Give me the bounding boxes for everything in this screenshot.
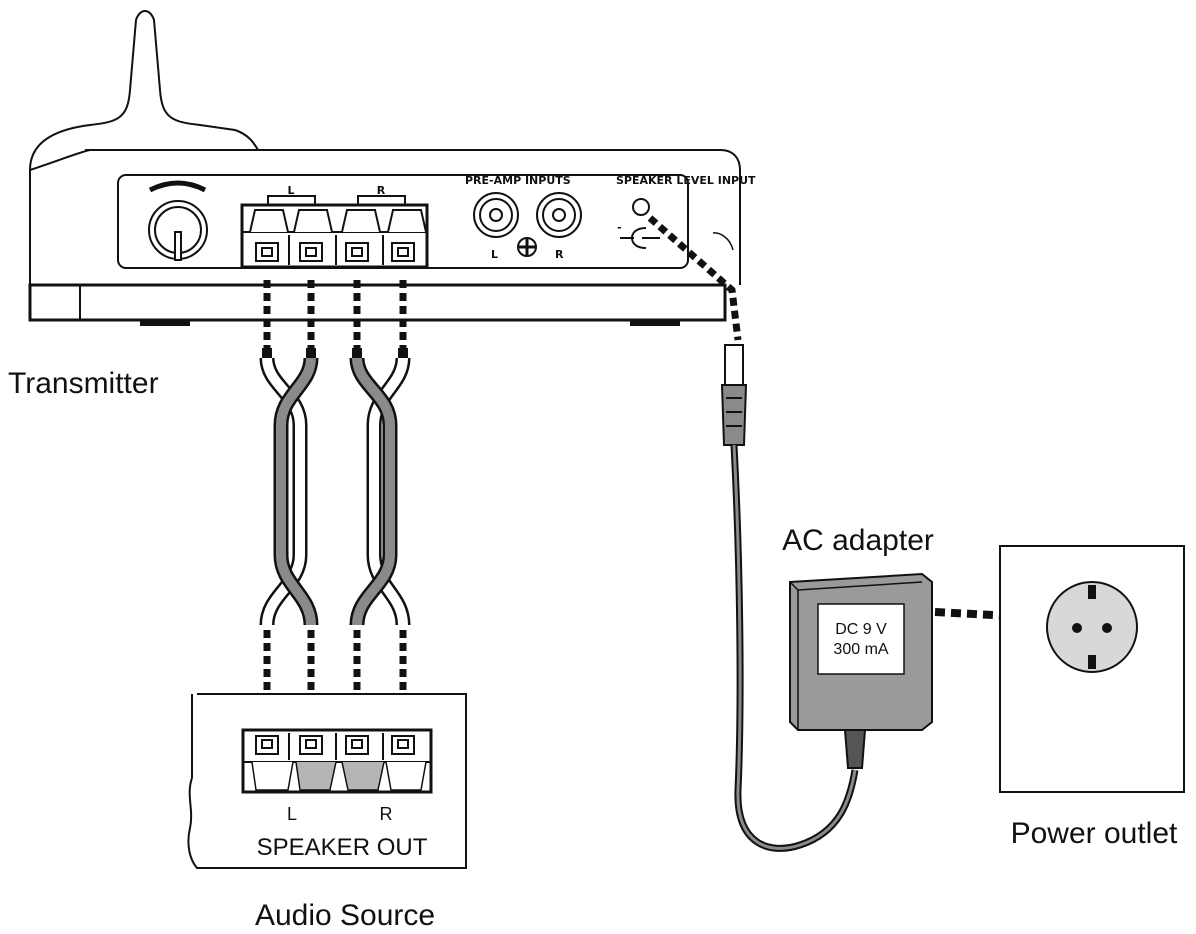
svg-text:-: - [617,221,622,234]
speaker-level-input-label: SPEAKER LEVEL INPUT [616,174,756,187]
terminal-right-label: R [377,184,386,197]
adapter-voltage-text: DC 9 V [835,621,887,638]
transmitter-base [28,283,727,322]
power-outlet: Power outlet [999,545,1185,850]
speaker-terminal-block: L R [240,184,429,269]
rca-jack-left [473,192,519,238]
antenna [29,10,259,171]
speaker-out-label: SPEAKER OUT [257,834,428,861]
preamp-inputs-label: PRE-AMP INPUTS [465,174,571,187]
speaker-out-left-label: L [287,804,297,824]
speaker-cables [259,280,411,732]
ac-adapter-label: AC adapter [782,524,934,557]
power-cable [647,215,859,852]
ground-screw-icon [517,237,537,257]
adapter-current-text: 300 mA [833,641,888,658]
rca-right-label: R [555,248,564,261]
ac-adapter-rating-label [817,603,905,675]
dc-input-jack: - [617,198,660,249]
power-outlet-label: Power outlet [1011,817,1178,850]
transmitter-label: Transmitter [8,367,159,400]
rca-left-label: L [491,248,498,261]
terminal-slots [255,242,415,262]
dc-plug [720,344,748,446]
ac-adapter: AC adapter DC 9 V 300 mA [782,524,1051,769]
outlet-socket [1046,581,1138,673]
rca-jack-right [536,192,582,238]
audio-source: L R SPEAKER OUT Audio Source [187,693,467,932]
terminal-left-label: L [287,184,294,197]
audio-source-label: Audio Source [255,899,435,932]
speaker-out-right-label: R [380,804,393,824]
transmitter: L R PRE-AMP INPUTS SPEAKER LEVEL INPUT L… [8,10,756,400]
volume-knob [148,180,208,261]
speaker-out-terminal-block [241,728,433,794]
transmitter-body [29,149,741,285]
terminal-tabs [249,209,427,233]
